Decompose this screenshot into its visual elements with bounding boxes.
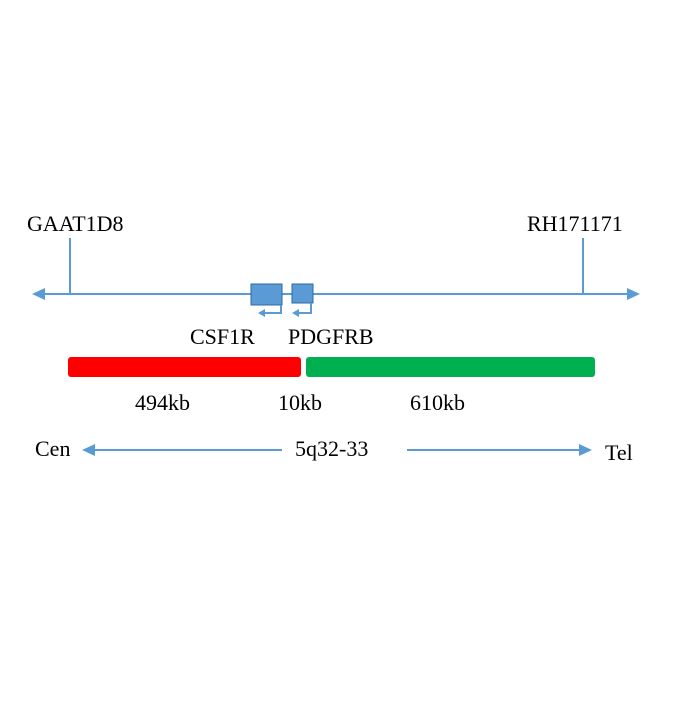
gene-box-pdgfrb (291, 283, 314, 304)
orientation-arrowhead-right (579, 444, 592, 456)
gene-box-csf1r (250, 283, 283, 306)
orientation-label-tel: Tel (605, 440, 633, 465)
gene-label-csf1r: CSF1R (190, 324, 255, 349)
direction-arrow-pdgfrb (292, 303, 312, 317)
orientation-label-band: 5q32-33 (295, 436, 368, 461)
axis-arrowhead-right (627, 288, 640, 300)
orientation-arrowhead-left (82, 444, 95, 456)
gene-label-pdgfrb: PDGFRB (288, 324, 374, 349)
segment-bar-right (306, 357, 595, 377)
segment-size-right: 610kb (410, 390, 465, 415)
orientation-label-cen: Cen (35, 436, 70, 461)
marker-label-left: GAAT1D8 (27, 211, 124, 236)
direction-arrow-csf1r (258, 305, 282, 317)
marker-label-right: RH171171 (527, 211, 623, 236)
segment-bar-left (68, 357, 301, 377)
axis-arrowhead-left (32, 288, 45, 300)
segment-size-left: 494kb (135, 390, 190, 415)
segment-size-gap: 10kb (278, 390, 322, 415)
